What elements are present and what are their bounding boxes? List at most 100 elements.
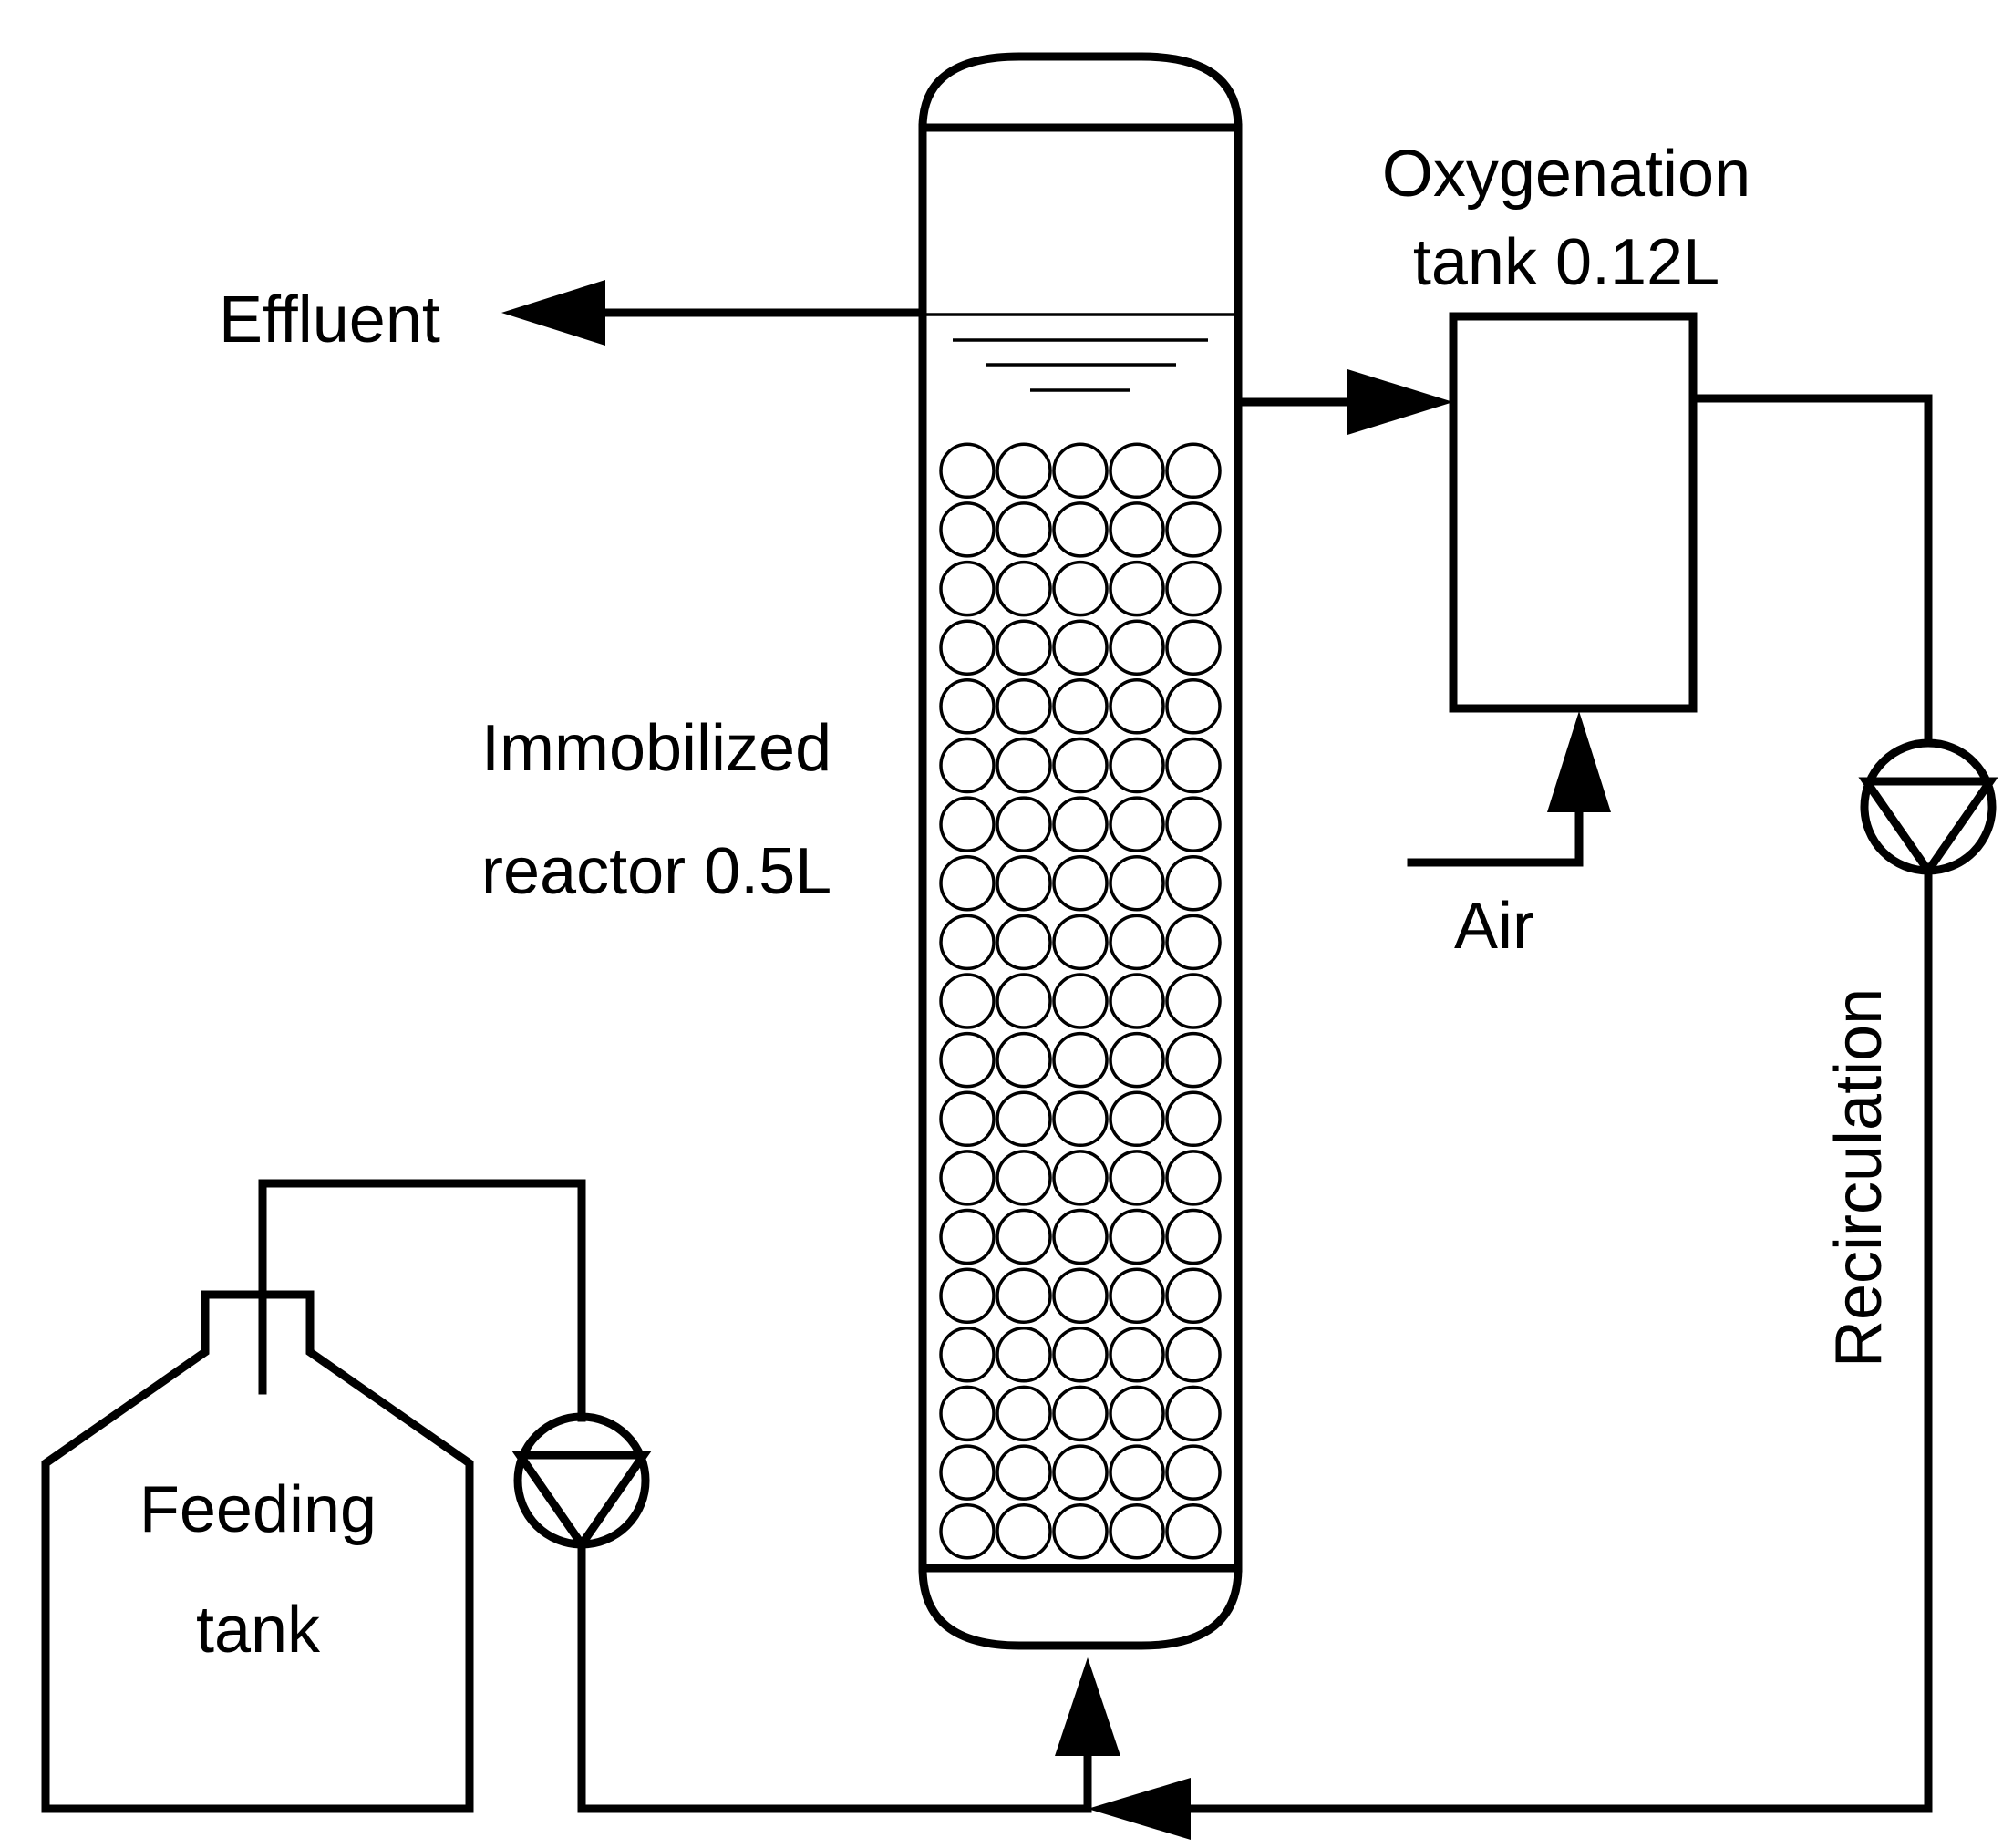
packing-bead — [1052, 1150, 1109, 1206]
packing-bead — [996, 442, 1052, 500]
recirculation-loop — [1088, 394, 1998, 1840]
packing-bead — [1165, 501, 1222, 558]
packing-bead — [1052, 1267, 1109, 1324]
packing-bead — [1052, 914, 1109, 971]
packing-bead — [1052, 619, 1109, 676]
packing-bead — [1052, 501, 1109, 558]
packing-bead — [996, 1150, 1052, 1206]
packing-bead — [1109, 973, 1165, 1029]
packing-bead — [1052, 1090, 1109, 1148]
packing-bead — [939, 442, 996, 500]
packing-bead — [1052, 854, 1109, 912]
packing-bead — [939, 1150, 996, 1206]
packing-bead — [1165, 678, 1222, 735]
effluent-label: Effluent — [219, 284, 440, 356]
packing-bead — [996, 501, 1052, 558]
packing-bead — [939, 1385, 996, 1442]
feeding-tank — [41, 1290, 474, 1813]
packing-bead — [1052, 796, 1109, 852]
reactor-top-dome — [918, 52, 1243, 132]
reactor-label-line2: reactor 0.5L — [481, 835, 831, 908]
packing-bead — [1109, 737, 1165, 794]
recirculation-pipe-return — [1172, 866, 1933, 1813]
packing-bead — [1165, 1444, 1222, 1501]
packing-bead — [939, 796, 996, 852]
packing-bead — [1052, 1385, 1109, 1442]
packing-bead — [939, 1208, 996, 1265]
recirculation-pipe-top — [1688, 394, 1933, 748]
packing-bead — [1109, 1208, 1165, 1265]
recirculation-arrow — [1088, 1778, 1191, 1840]
packing-bead — [1109, 914, 1165, 971]
packing-bead — [1052, 1444, 1109, 1501]
oxygenation-tank — [1449, 312, 1698, 713]
packing-bead — [1165, 854, 1222, 912]
packing-bead — [1109, 796, 1165, 852]
packing-bead — [939, 1327, 996, 1383]
reactor-bottom-dome — [918, 1564, 1243, 1650]
feed-discharge-pipe — [577, 1540, 1092, 1813]
packing-bead — [996, 796, 1052, 852]
packing-bead — [996, 737, 1052, 794]
packing-bead — [1109, 1267, 1165, 1324]
packing-bead — [939, 854, 996, 912]
packing-bead — [1165, 1502, 1222, 1560]
packing-bead — [996, 619, 1052, 676]
packing-bead — [1165, 1385, 1222, 1442]
packing-bead — [996, 1208, 1052, 1265]
effluent-arrow — [501, 280, 605, 346]
packing-bead — [939, 1090, 996, 1148]
packing-bead — [996, 1031, 1052, 1089]
feed-line — [258, 1179, 1120, 1813]
packing-bead — [1052, 1208, 1109, 1265]
packing-bead — [996, 1502, 1052, 1560]
packing-bead — [939, 1267, 996, 1324]
packing-bead — [1165, 560, 1222, 617]
immobilized-reactor — [918, 52, 1243, 1650]
recirculation-pump-triangle — [1858, 777, 1998, 878]
packing-bead — [996, 1327, 1052, 1383]
packing-bead — [1109, 678, 1165, 735]
packing-bead — [939, 501, 996, 558]
packing-bead — [1052, 973, 1109, 1029]
effluent-line — [501, 280, 927, 346]
packing-bead — [1052, 1031, 1109, 1089]
packing-bead — [939, 1031, 996, 1089]
packing-bead — [996, 1385, 1052, 1442]
packing-bead — [996, 854, 1052, 912]
air-inlet — [1407, 711, 1611, 867]
packing-bead — [939, 737, 996, 794]
feeding-label-line1: Feeding — [139, 1473, 377, 1546]
packing-bead — [939, 1444, 996, 1501]
packing-bead — [1165, 619, 1222, 676]
packing-bead — [1165, 442, 1222, 500]
packing-bead — [1165, 914, 1222, 971]
packing-bead — [939, 619, 996, 676]
recirculation-label: Recirculation — [1822, 988, 1895, 1368]
packing-bead — [939, 560, 996, 617]
packing-bead — [1052, 442, 1109, 500]
packing-bead — [1109, 501, 1165, 558]
inlet-arrow — [1055, 1657, 1120, 1756]
packing-bead — [996, 560, 1052, 617]
packing-bead — [1109, 1444, 1165, 1501]
packing-bead — [996, 1267, 1052, 1324]
packing-bead — [1109, 560, 1165, 617]
packing-bead — [939, 973, 996, 1029]
packing-bead — [996, 1090, 1052, 1148]
packing-bead — [1052, 560, 1109, 617]
packing-bead — [1109, 1327, 1165, 1383]
packing-bead — [1052, 1502, 1109, 1560]
packing-bead — [996, 678, 1052, 735]
packing-bead — [1052, 1327, 1109, 1383]
air-arrow — [1547, 711, 1611, 812]
packing-bead — [1109, 619, 1165, 676]
packing-bead — [1109, 442, 1165, 500]
air-pipe — [1407, 798, 1584, 867]
oxygenation-label-line2: tank 0.12L — [1413, 226, 1719, 299]
packing-bead — [1052, 678, 1109, 735]
packing-bead — [1052, 737, 1109, 794]
feed-pump-triangle — [511, 1451, 652, 1552]
packing-bead — [1165, 1267, 1222, 1324]
